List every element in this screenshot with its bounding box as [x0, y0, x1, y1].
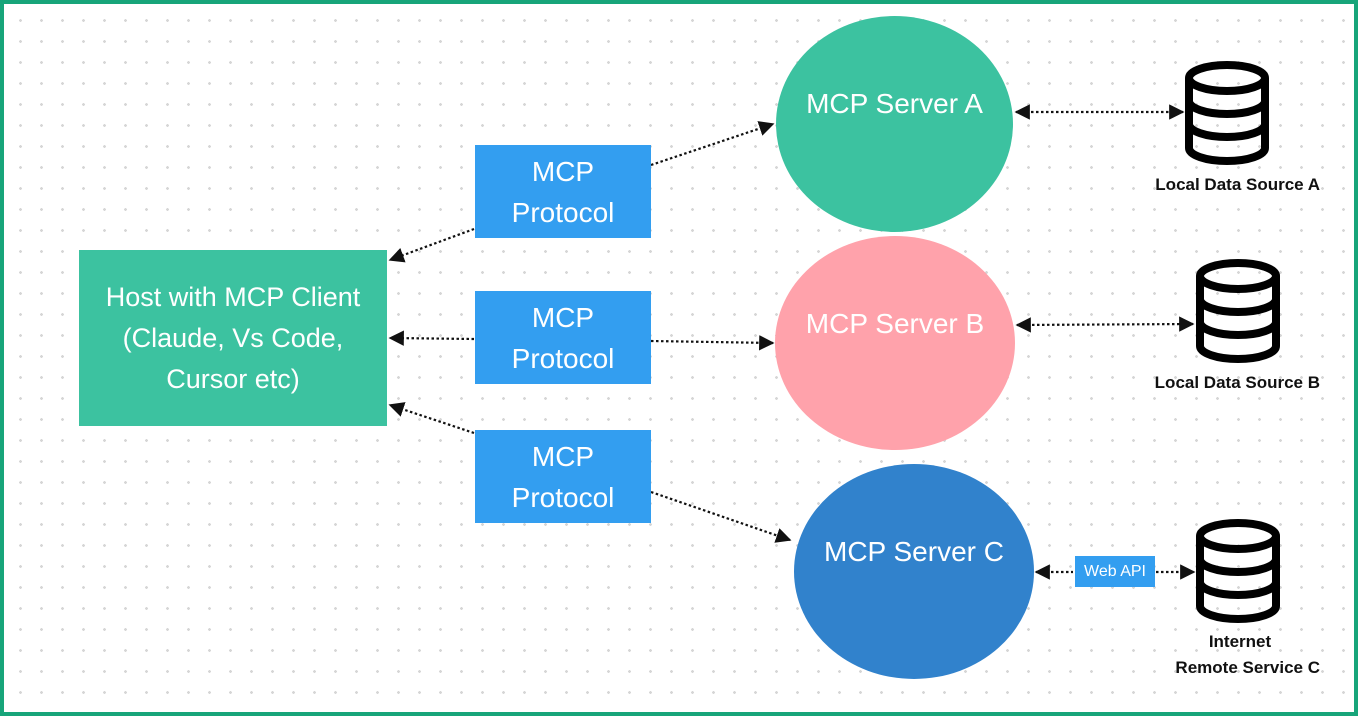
protocol-1-line-1: MCP [531, 155, 595, 187]
connector-protocol1-to-server-a [650, 121, 775, 167]
mcp-server-a: MCP Server A [776, 16, 1013, 232]
mcp-server-b: MCP Server B [775, 236, 1015, 450]
web-api-badge: Web API [1075, 556, 1155, 587]
connector-protocol3-to-server-c [650, 490, 792, 543]
data-source-c-label: Internet Remote Service C [1120, 629, 1320, 681]
mcp-protocol-box-2: MCP Protocol [475, 291, 651, 384]
connector-protocol1-to-host [388, 227, 475, 263]
data-source-c-label-line-2: Remote Service C [1175, 658, 1320, 677]
protocol-2-line-2: Protocol [511, 342, 615, 374]
protocol-3-line-1: MCP [531, 440, 595, 472]
server-b-label: MCP Server B [805, 308, 985, 339]
database-icon [1185, 61, 1269, 165]
protocol-2-line-1: MCP [531, 301, 595, 333]
connector-protocol2-to-host [388, 330, 475, 346]
mcp-protocol-box-1: MCP Protocol [475, 145, 651, 238]
server-c-label: MCP Server C [824, 536, 1004, 567]
host-label-line-3: Cursor etc) [166, 363, 300, 394]
database-icon [1196, 519, 1280, 623]
server-a-label: MCP Server A [806, 88, 983, 119]
web-api-label: Web API [1084, 562, 1146, 580]
host-mcp-client-box: Host with MCP Client (Claude, Vs Code, C… [79, 250, 387, 426]
connector-server-b-to-source-b [1015, 316, 1195, 333]
mcp-protocol-box-3: MCP Protocol [475, 430, 651, 523]
database-icon [1196, 259, 1280, 363]
host-label-line-2: (Claude, Vs Code, [122, 322, 344, 353]
connector-protocol3-to-host [388, 402, 475, 435]
data-source-c-label-line-1: Internet [1208, 632, 1272, 651]
mcp-server-c: MCP Server C [794, 464, 1034, 679]
host-label-line-1: Host with MCP Client [105, 281, 361, 312]
connector-protocol2-to-server-b [650, 335, 775, 351]
data-source-b-label: Local Data Source B [1154, 373, 1320, 392]
protocol-3-line-2: Protocol [511, 481, 615, 513]
protocol-1-line-2: Protocol [511, 196, 615, 228]
data-source-a-label: Local Data Source A [1155, 175, 1320, 194]
